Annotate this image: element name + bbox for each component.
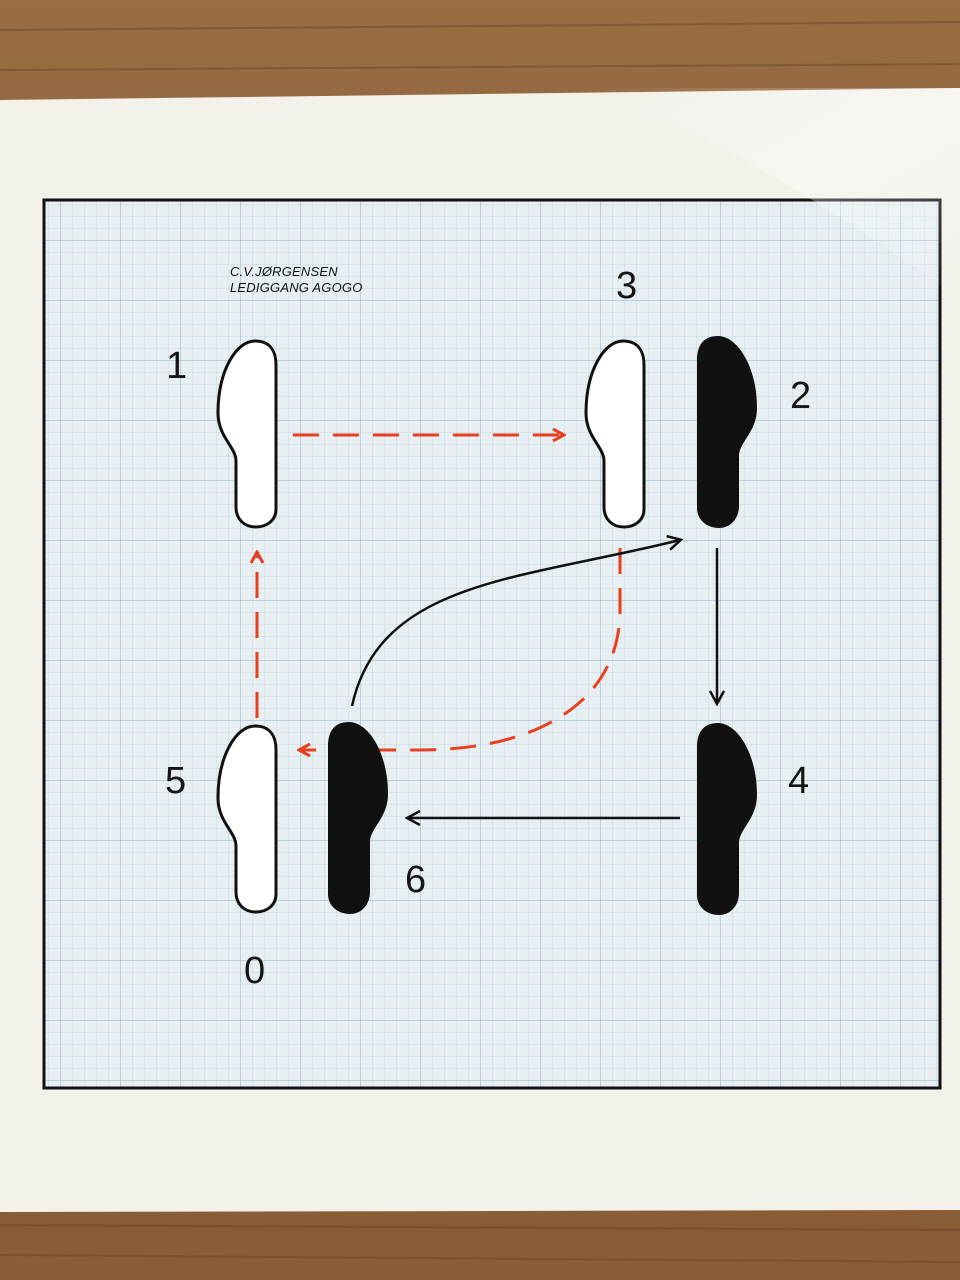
step-number-4: 4 <box>788 760 809 802</box>
credit-title: LEDIGGANG AGOGO <box>230 280 363 295</box>
wood-grain-lines <box>0 21 960 1263</box>
step-number-1: 1 <box>166 345 187 387</box>
credit-artist: C.V.JØRGENSEN <box>230 264 338 279</box>
step-number-3: 3 <box>616 265 637 307</box>
grid-paper-lines <box>44 200 940 1088</box>
light-glare <box>600 88 960 300</box>
right-footprint-2 <box>697 336 757 528</box>
right-footprint-6 <box>328 722 388 914</box>
right-footprint-4 <box>697 723 757 915</box>
black-arrow-6-to-2 <box>350 540 680 707</box>
left-foot-path-arrows <box>257 435 622 750</box>
step-number-2: 2 <box>790 375 811 417</box>
step-number-0: 0 <box>244 950 265 992</box>
red-dashed-arrow-3-to-5 <box>300 548 622 750</box>
grid-paper-border <box>42 198 942 1090</box>
right-foot-path-arrows <box>350 540 717 818</box>
left-footprint-5 <box>216 724 278 914</box>
step-number-5: 5 <box>165 760 186 802</box>
step-number-6: 6 <box>405 859 426 901</box>
left-footprint-3 <box>584 339 646 529</box>
left-footprint-1 <box>216 339 278 529</box>
